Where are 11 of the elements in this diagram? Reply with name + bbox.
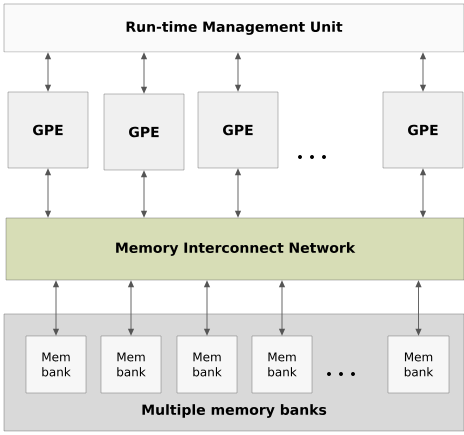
process-box: GPE (198, 92, 278, 168)
network-band: Memory Interconnect Network (6, 218, 464, 280)
process-box: GPE (104, 94, 184, 170)
memory-box: Mem bank (100, 336, 162, 394)
wide-box: Run-time Management Unit (4, 4, 464, 52)
memory-box: Mem bank (176, 336, 238, 394)
process-box: GPE (382, 92, 464, 168)
memory-box: Mem bank (388, 336, 450, 394)
process-box: GPE (8, 92, 88, 168)
memory-box: Mem bank (252, 336, 312, 394)
memory-box: Mem bank (26, 336, 86, 394)
